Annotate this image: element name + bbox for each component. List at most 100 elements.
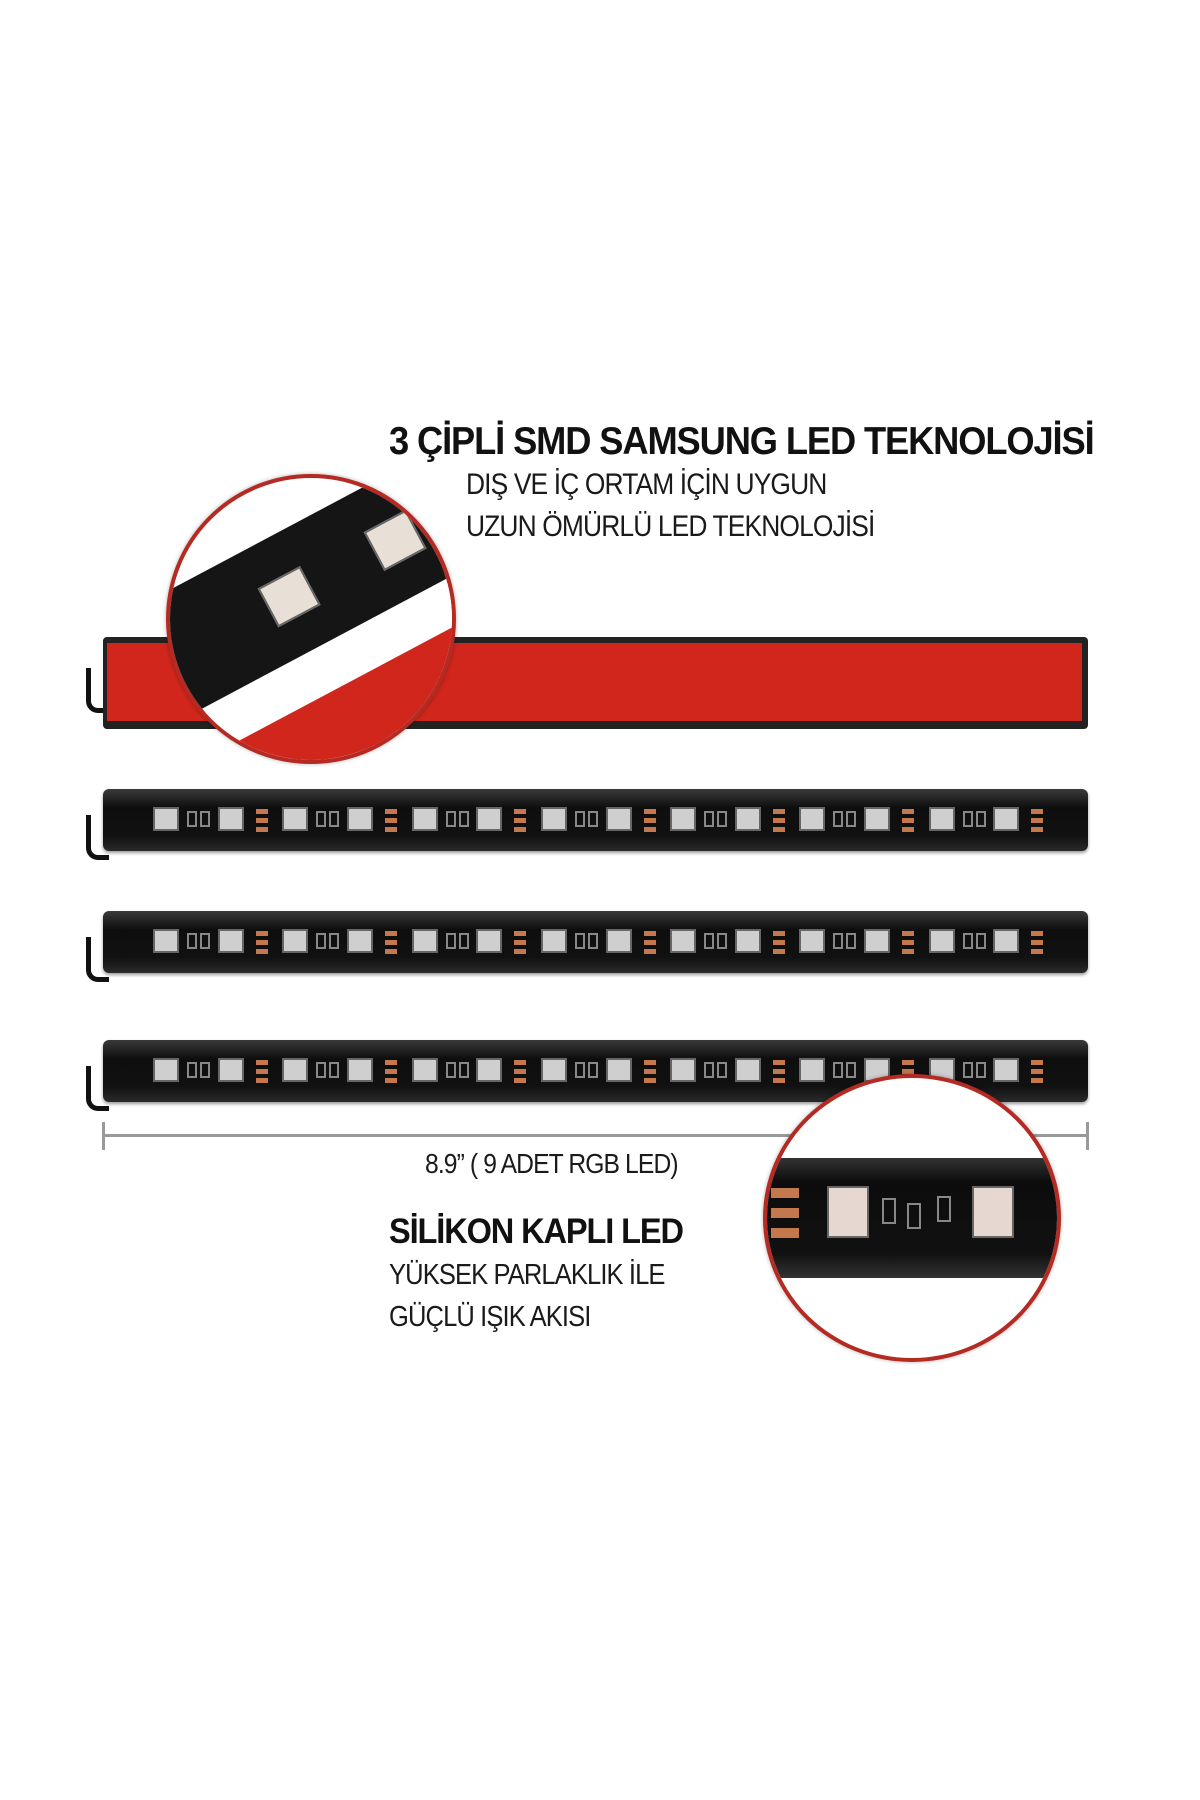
resistor (717, 933, 728, 949)
copper-pad (902, 931, 915, 936)
copper-pad (1031, 809, 1044, 814)
resistor (833, 1062, 844, 1078)
led-strip (103, 789, 1088, 851)
resistor (704, 1062, 715, 1078)
rgb-led (605, 1058, 632, 1082)
copper-pad (1031, 931, 1044, 936)
resistor (962, 1062, 973, 1078)
rgb-led (864, 807, 891, 831)
resistor (587, 1062, 598, 1078)
rgb-led (993, 929, 1020, 953)
resistor (329, 933, 340, 949)
copper-pad (772, 949, 785, 954)
copper-pad (255, 940, 268, 945)
copper-pad (384, 809, 397, 814)
rgb-led (670, 1058, 697, 1082)
resistor (574, 811, 585, 827)
rgb-led (540, 807, 567, 831)
copper-pad (384, 949, 397, 954)
resistor (587, 811, 598, 827)
rgb-led (153, 929, 179, 953)
copper-pad (643, 940, 656, 945)
rgb-led (928, 929, 955, 953)
feature-title: SİLİKON KAPLI LED (389, 1212, 684, 1251)
feature-line-1: YÜKSEK PARLAKLIK İLE (389, 1259, 665, 1291)
resistor (704, 811, 715, 827)
copper-pad (772, 827, 785, 832)
resistor (316, 1062, 327, 1078)
resistor (458, 1062, 469, 1078)
copper-pad (384, 1078, 397, 1083)
resistor (846, 933, 857, 949)
zoom-circle-silicone (763, 1074, 1061, 1362)
copper-pad (772, 1078, 785, 1083)
copper-pad (384, 1060, 397, 1065)
copper-pad (772, 809, 785, 814)
resistor (846, 811, 857, 827)
resistor (846, 1062, 857, 1078)
resistor (187, 1062, 197, 1078)
copper-pad (384, 1069, 397, 1074)
dimension-tick-left (102, 1122, 105, 1150)
rgb-led (217, 807, 244, 831)
rgb-led (282, 929, 309, 953)
copper-pad (772, 1060, 785, 1065)
copper-pad (643, 809, 656, 814)
rgb-led (476, 807, 503, 831)
rgb-led (153, 807, 179, 831)
dimension-line (103, 1134, 1088, 1137)
resistor (574, 933, 585, 949)
rgb-led (734, 1058, 761, 1082)
resistor (200, 933, 210, 949)
resistor (587, 933, 598, 949)
copper-pad (902, 949, 915, 954)
copper-pad (255, 809, 268, 814)
resistor (833, 811, 844, 827)
headline-line-1: DIŞ VE İÇ ORTAM İÇİN UYGUN (466, 468, 827, 501)
rgb-led (346, 929, 373, 953)
copper-pad (514, 1069, 527, 1074)
copper-pad (514, 1060, 527, 1065)
copper-pad (1031, 940, 1044, 945)
resistor (316, 933, 327, 949)
copper-pad (772, 818, 785, 823)
cable (86, 1066, 109, 1111)
copper-pad (514, 940, 527, 945)
resistor (962, 811, 973, 827)
copper-pad (255, 1078, 268, 1083)
rgb-led (799, 929, 826, 953)
headline-title: 3 ÇİPLİ SMD SAMSUNG LED TEKNOLOJİSİ (389, 420, 1095, 463)
rgb-led (928, 807, 955, 831)
copper-pad (1031, 827, 1044, 832)
copper-pad (902, 940, 915, 945)
rgb-led (476, 1058, 503, 1082)
copper-pad (255, 818, 268, 823)
resistor (445, 811, 456, 827)
cable (86, 815, 109, 860)
resistor (187, 811, 197, 827)
rgb-led (217, 929, 244, 953)
copper-pad (1031, 1060, 1044, 1065)
resistor (316, 811, 327, 827)
zoom-circle-adhesive (166, 474, 456, 764)
copper-pad (902, 809, 915, 814)
copper-pad (514, 931, 527, 936)
copper-pad (643, 827, 656, 832)
resistor (833, 933, 844, 949)
rgb-led (799, 807, 826, 831)
rgb-led (605, 929, 632, 953)
rgb-led (670, 807, 697, 831)
rgb-led (734, 807, 761, 831)
resistor (329, 1062, 340, 1078)
rgb-led (282, 807, 309, 831)
rgb-led (670, 929, 697, 953)
copper-pad (255, 1060, 268, 1065)
copper-pad (902, 818, 915, 823)
resistor (200, 1062, 210, 1078)
rgb-led (734, 929, 761, 953)
rgb-led (864, 929, 891, 953)
copper-pad (1031, 818, 1044, 823)
resistor (717, 1062, 728, 1078)
rgb-led (605, 807, 632, 831)
copper-pad (255, 827, 268, 832)
